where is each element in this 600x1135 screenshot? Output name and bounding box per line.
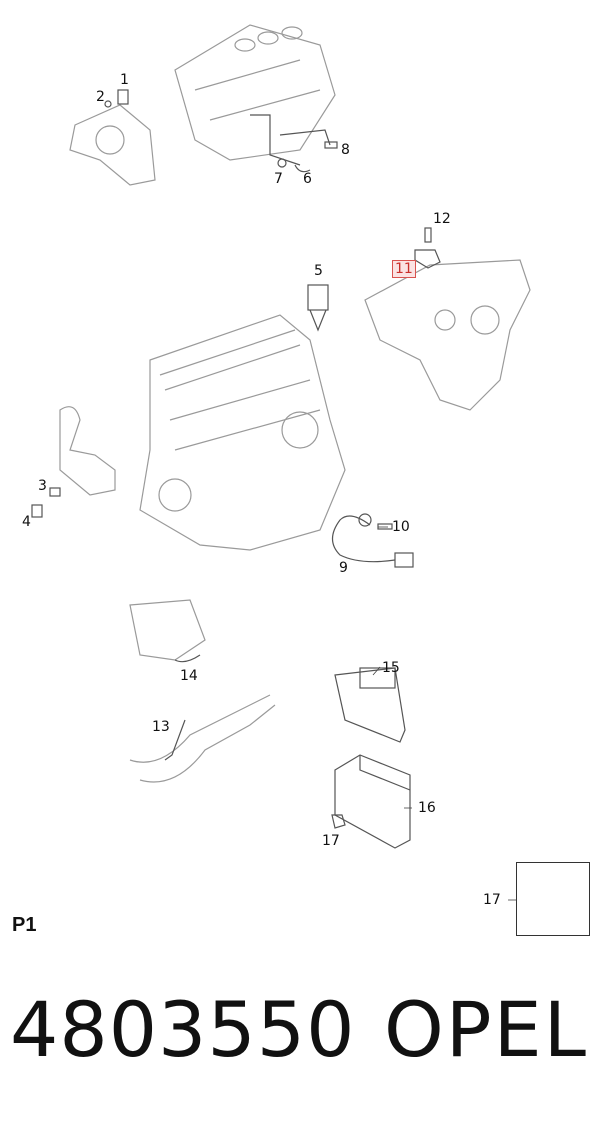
thermostat-housing — [59, 406, 116, 496]
engine-control-unit — [334, 667, 406, 743]
callout-17: 17 — [322, 833, 340, 849]
page-label: P1 — [12, 914, 37, 936]
engine-block-main — [139, 314, 346, 551]
oil-pump-housing — [69, 104, 156, 186]
nut-small — [331, 814, 346, 829]
camshaft-sensor — [414, 227, 441, 269]
exhaust-manifold — [364, 259, 531, 411]
callout-11-highlighted[interactable]: 11 — [392, 260, 416, 278]
engine-block-upper — [174, 24, 336, 161]
callout-17-inset: 17 — [483, 892, 501, 908]
callout-12: 12 — [433, 211, 451, 227]
callout-13: 13 — [152, 719, 170, 735]
callout-10: 10 — [392, 519, 410, 535]
callout-14: 14 — [180, 668, 198, 684]
ecu-bracket — [334, 754, 411, 849]
callout-8: 8 — [341, 142, 350, 158]
callout-1: 1 — [120, 72, 129, 88]
callout-4: 4 — [22, 514, 31, 530]
part-number: 4803550 — [10, 985, 356, 1074]
callout-16: 16 — [418, 800, 436, 816]
callout-7: 7 — [274, 171, 283, 187]
callout-15: 15 — [382, 660, 400, 676]
temperature-sensor — [31, 487, 61, 518]
callout-9: 9 — [339, 560, 348, 576]
oil-pressure-switch — [104, 89, 129, 108]
ignition-module — [307, 284, 329, 332]
knock-sensor-harness — [331, 513, 414, 568]
crankshaft-sensor-wire — [250, 114, 338, 173]
parts-diagram — [31, 24, 579, 920]
brand-name: OPEL — [383, 985, 588, 1074]
callout-2: 2 — [96, 89, 105, 105]
callout-3: 3 — [38, 478, 47, 494]
inset-box — [516, 862, 590, 936]
callout-5: 5 — [314, 263, 323, 279]
exhaust-pipe — [129, 694, 276, 783]
intake-manifold — [129, 599, 206, 663]
callout-6: 6 — [303, 171, 312, 187]
